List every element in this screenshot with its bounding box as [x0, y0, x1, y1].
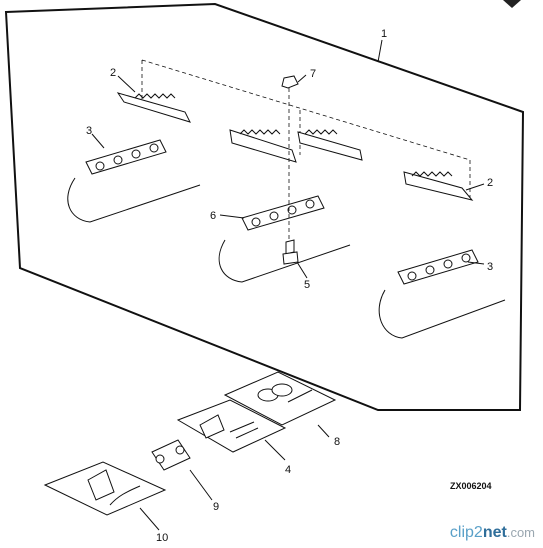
watermark-part1: clip2 [449, 524, 483, 541]
callout-3-right: 3 [487, 261, 493, 273]
kit-package-10 [43, 461, 167, 516]
leader-lines [91, 39, 485, 531]
chain-assembly-center [218, 195, 351, 283]
callout-2-right: 2 [487, 177, 493, 189]
knife-section-center [229, 129, 297, 163]
assembly-frame [4, 2, 525, 411]
link-9 [151, 439, 191, 471]
kit-package-8 [223, 371, 337, 426]
chain-assembly-right [378, 249, 506, 339]
corner-arrow-icon [503, 0, 521, 8]
callout-2-left: 2 [110, 67, 116, 79]
callout-4: 4 [285, 464, 291, 476]
callout-3-left: 3 [86, 125, 92, 137]
bolt-bottom [282, 239, 299, 265]
callout-5: 5 [304, 279, 310, 291]
callout-1: 1 [381, 28, 387, 40]
nut-top [281, 75, 299, 240]
knife-section-left [116, 92, 191, 123]
watermark-part3: .com [506, 525, 535, 540]
callout-8: 8 [334, 436, 340, 448]
callout-10: 10 [156, 532, 168, 544]
chain-assembly-left [67, 139, 201, 223]
watermark: clip2net.com [450, 524, 535, 542]
callout-9: 9 [213, 501, 219, 513]
callout-7: 7 [310, 68, 316, 80]
reference-code: ZX006204 [450, 481, 492, 491]
callout-6: 6 [210, 210, 216, 222]
knife-section-right [403, 171, 474, 201]
watermark-part2: net [482, 524, 507, 541]
knife-bar-outline [141, 59, 471, 202]
knife-section-center-right [297, 129, 363, 161]
kit-package-4 [176, 399, 287, 453]
